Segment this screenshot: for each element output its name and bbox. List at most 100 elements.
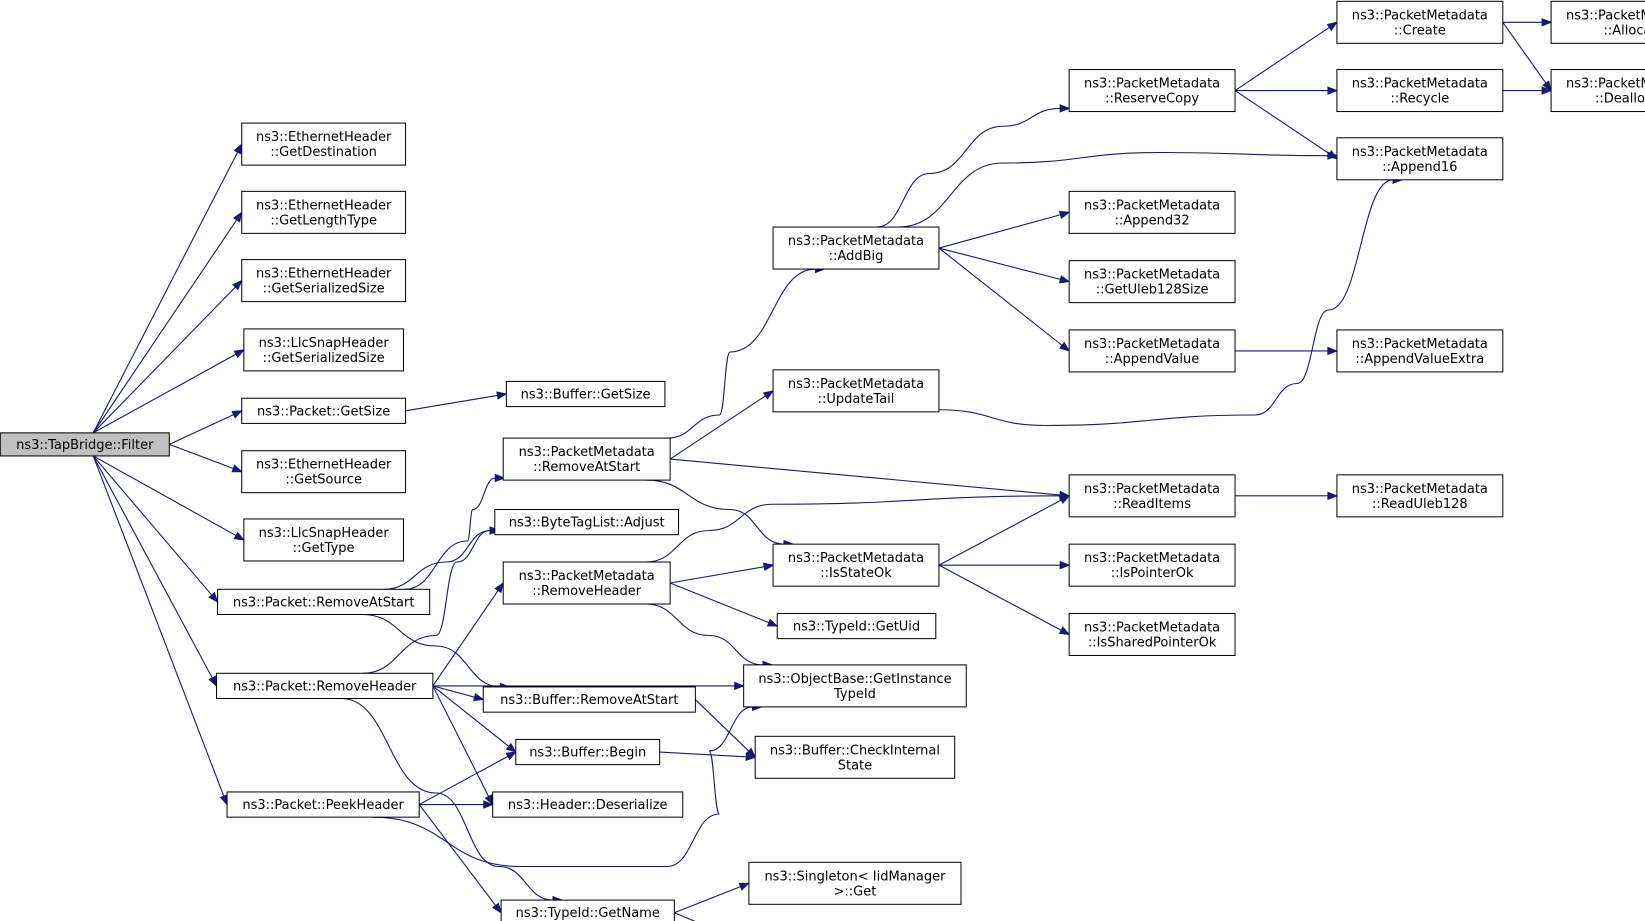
node-tid-getuid[interactable]: ns3::TypeId::GetUid xyxy=(776,612,937,640)
node-box xyxy=(754,735,956,779)
node-pm-readuleb[interactable]: ns3::PacketMetadata::ReadUleb128 xyxy=(1336,474,1504,518)
node-pkt-removeatstart[interactable]: ns3::Packet::RemoveAtStart xyxy=(217,588,431,615)
node-pm-append16[interactable]: ns3::PacketMetadata::Append16 xyxy=(1336,137,1504,181)
edge-arrowhead xyxy=(1058,210,1071,219)
node-box xyxy=(241,259,407,303)
node-label: ns3::PacketMetadata xyxy=(1352,337,1488,352)
edge-tid-getname-to-iid-getname xyxy=(674,912,696,921)
node-pm-append32[interactable]: ns3::PacketMetadata::Append32 xyxy=(1068,190,1236,234)
node-buf-getsize[interactable]: ns3::Buffer::GetSize xyxy=(505,380,666,408)
edge-line xyxy=(659,751,747,758)
node-label: ::Allocate xyxy=(1604,23,1645,38)
node-tid-getname[interactable]: ns3::TypeId::GetName xyxy=(500,899,675,921)
node-label: ::ReserveCopy xyxy=(1105,92,1199,107)
node-pm-create[interactable]: ns3::PacketMetadata::Create xyxy=(1336,0,1504,44)
edge-line xyxy=(897,151,1328,228)
edge-pkt-removeatstart-to-pm-removeatstart xyxy=(404,473,506,590)
node-eth-getlen[interactable]: ns3::EthernetHeader::GetLengthType xyxy=(241,190,407,234)
edge-arrowhead xyxy=(208,591,219,603)
node-llc-gettype[interactable]: ns3::LlcSnapHeader::GetType xyxy=(243,518,404,562)
node-label: ns3::PacketMetadata xyxy=(788,551,924,566)
node-pm-updatetail[interactable]: ns3::PacketMetadata::UpdateTail xyxy=(772,369,940,413)
node-label: ::UpdateTail xyxy=(818,392,895,407)
edge-pkt-peekheader-to-tid-getname xyxy=(418,804,502,914)
edge-arrowhead xyxy=(505,751,518,761)
node-pm-getuleb[interactable]: ns3::PacketMetadata::GetUleb128Size xyxy=(1068,260,1236,304)
node-box xyxy=(243,328,404,372)
edge-line xyxy=(694,699,750,752)
node-label: ::AppendValue xyxy=(1105,352,1199,367)
edge-pm-addbig-to-pm-reservecopy xyxy=(876,104,1071,228)
node-eth-getser[interactable]: ns3::EthernetHeader::GetSerializedSize xyxy=(241,259,407,303)
node-pm-allocate[interactable]: ns3::PacketMetadata::Allocate xyxy=(1550,0,1645,44)
node-filter[interactable]: ns3::TapBridge::Filter xyxy=(0,432,170,457)
node-label: ns3::Packet::GetSize xyxy=(257,404,390,419)
node-eth-getdest[interactable]: ns3::EthernetHeader::GetDestination xyxy=(241,122,407,166)
node-label: ::RemoveHeader xyxy=(532,584,642,599)
node-label: >::Get xyxy=(834,884,877,899)
node-box xyxy=(1550,69,1645,113)
node-pm-isstateok[interactable]: ns3::PacketMetadata::IsStateOk xyxy=(772,543,940,587)
node-pm-recycle[interactable]: ns3::PacketMetadata::Recycle xyxy=(1336,69,1504,113)
edge-arrowhead xyxy=(505,742,517,753)
node-box xyxy=(1336,474,1504,518)
edge-arrowhead xyxy=(1326,149,1339,160)
edge-pm-addbig-to-pm-append32 xyxy=(938,210,1071,249)
node-label: ns3::PacketMetadata xyxy=(788,377,924,392)
node-pm-readitems[interactable]: ns3::PacketMetadata::ReadItems xyxy=(1068,474,1236,518)
node-box xyxy=(1068,260,1236,304)
node-buf-begin[interactable]: ns3::Buffer::Begin xyxy=(515,738,661,766)
node-label: ns3::Packet::PeekHeader xyxy=(242,798,404,813)
edge-arrowhead xyxy=(738,882,751,891)
edge-pm-removeheader-to-tid-getuid xyxy=(669,582,779,627)
edge-arrowhead xyxy=(766,618,779,627)
node-pkt-peekheader[interactable]: ns3::Packet::PeekHeader xyxy=(226,791,420,818)
node-label: ns3::Buffer::CheckInternal xyxy=(770,743,940,758)
node-pkt-removeheader[interactable]: ns3::Packet::RemoveHeader xyxy=(216,672,434,699)
node-pm-reservecopy[interactable]: ns3::PacketMetadata::ReserveCopy xyxy=(1068,69,1236,113)
edge-arrowhead xyxy=(734,681,746,691)
node-label: ns3::PacketMetadata xyxy=(1352,482,1488,497)
node-box xyxy=(492,791,684,818)
edge-arrowhead xyxy=(1541,86,1553,95)
node-llc-getser[interactable]: ns3::LlcSnapHeader::GetSerializedSize xyxy=(243,328,404,372)
node-buf-removeatstart[interactable]: ns3::Buffer::RemoveAtStart xyxy=(482,686,696,713)
node-pm-addbig[interactable]: ns3::PacketMetadata::AddBig xyxy=(772,226,940,270)
node-label: ::Append32 xyxy=(1114,213,1189,228)
node-pm-removeatstart[interactable]: ns3::PacketMetadata::RemoveAtStart xyxy=(502,437,671,481)
edge-pm-removeheader-to-pm-isstateok xyxy=(670,562,775,584)
node-box xyxy=(494,509,680,536)
edge-line xyxy=(645,495,1061,563)
node-eth-getsrc[interactable]: ns3::EthernetHeader::GetSource xyxy=(241,450,407,494)
node-singleton-get[interactable]: ns3::Singleton< IidManager>::Get xyxy=(748,861,962,905)
node-pm-deallocate[interactable]: ns3::PacketMetadata::Deallocate xyxy=(1550,69,1645,113)
node-box xyxy=(482,686,696,713)
node-pkt-getsize[interactable]: ns3::Packet::GetSize xyxy=(241,397,407,424)
edge-pm-reservecopy-to-pm-create xyxy=(1234,21,1339,92)
node-pm-removeheader[interactable]: ns3::PacketMetadata::RemoveHeader xyxy=(502,561,671,605)
edge-arrowhead xyxy=(1327,346,1339,356)
node-pm-appendvalueextra[interactable]: ns3::PacketMetadata::AppendValueExtra xyxy=(1336,329,1504,373)
edge-line xyxy=(92,455,237,537)
node-pm-ispointerok[interactable]: ns3::PacketMetadata::IsPointerOk xyxy=(1068,543,1236,587)
node-label: ::Deallocate xyxy=(1595,92,1645,107)
node-label: ns3::LlcSnapHeader xyxy=(259,336,390,351)
node-hdr-deserialize[interactable]: ns3::Header::Deserialize xyxy=(492,791,684,818)
edge-line xyxy=(341,697,554,901)
node-box xyxy=(500,899,675,921)
edge-pm-reservecopy-to-pm-recycle xyxy=(1235,86,1339,95)
edge-line xyxy=(670,458,1061,496)
edge-line xyxy=(938,247,1061,280)
node-pm-appendvalue[interactable]: ns3::PacketMetadata::AppendValue xyxy=(1068,329,1236,373)
edge-arrowhead xyxy=(1541,18,1553,27)
edge-line xyxy=(432,590,499,687)
node-pm-issharedok[interactable]: ns3::PacketMetadata::IsSharedPointerOk xyxy=(1068,612,1236,656)
edge-tid-getname-to-singleton-get xyxy=(674,882,751,914)
edge-line xyxy=(645,603,764,666)
node-label: ns3::PacketMetadata xyxy=(1566,8,1645,23)
node-btl-adjust[interactable]: ns3::ByteTagList::Adjust xyxy=(494,509,680,536)
edge-line xyxy=(1234,90,1330,155)
node-label: ns3::PacketMetadata xyxy=(1566,77,1645,92)
